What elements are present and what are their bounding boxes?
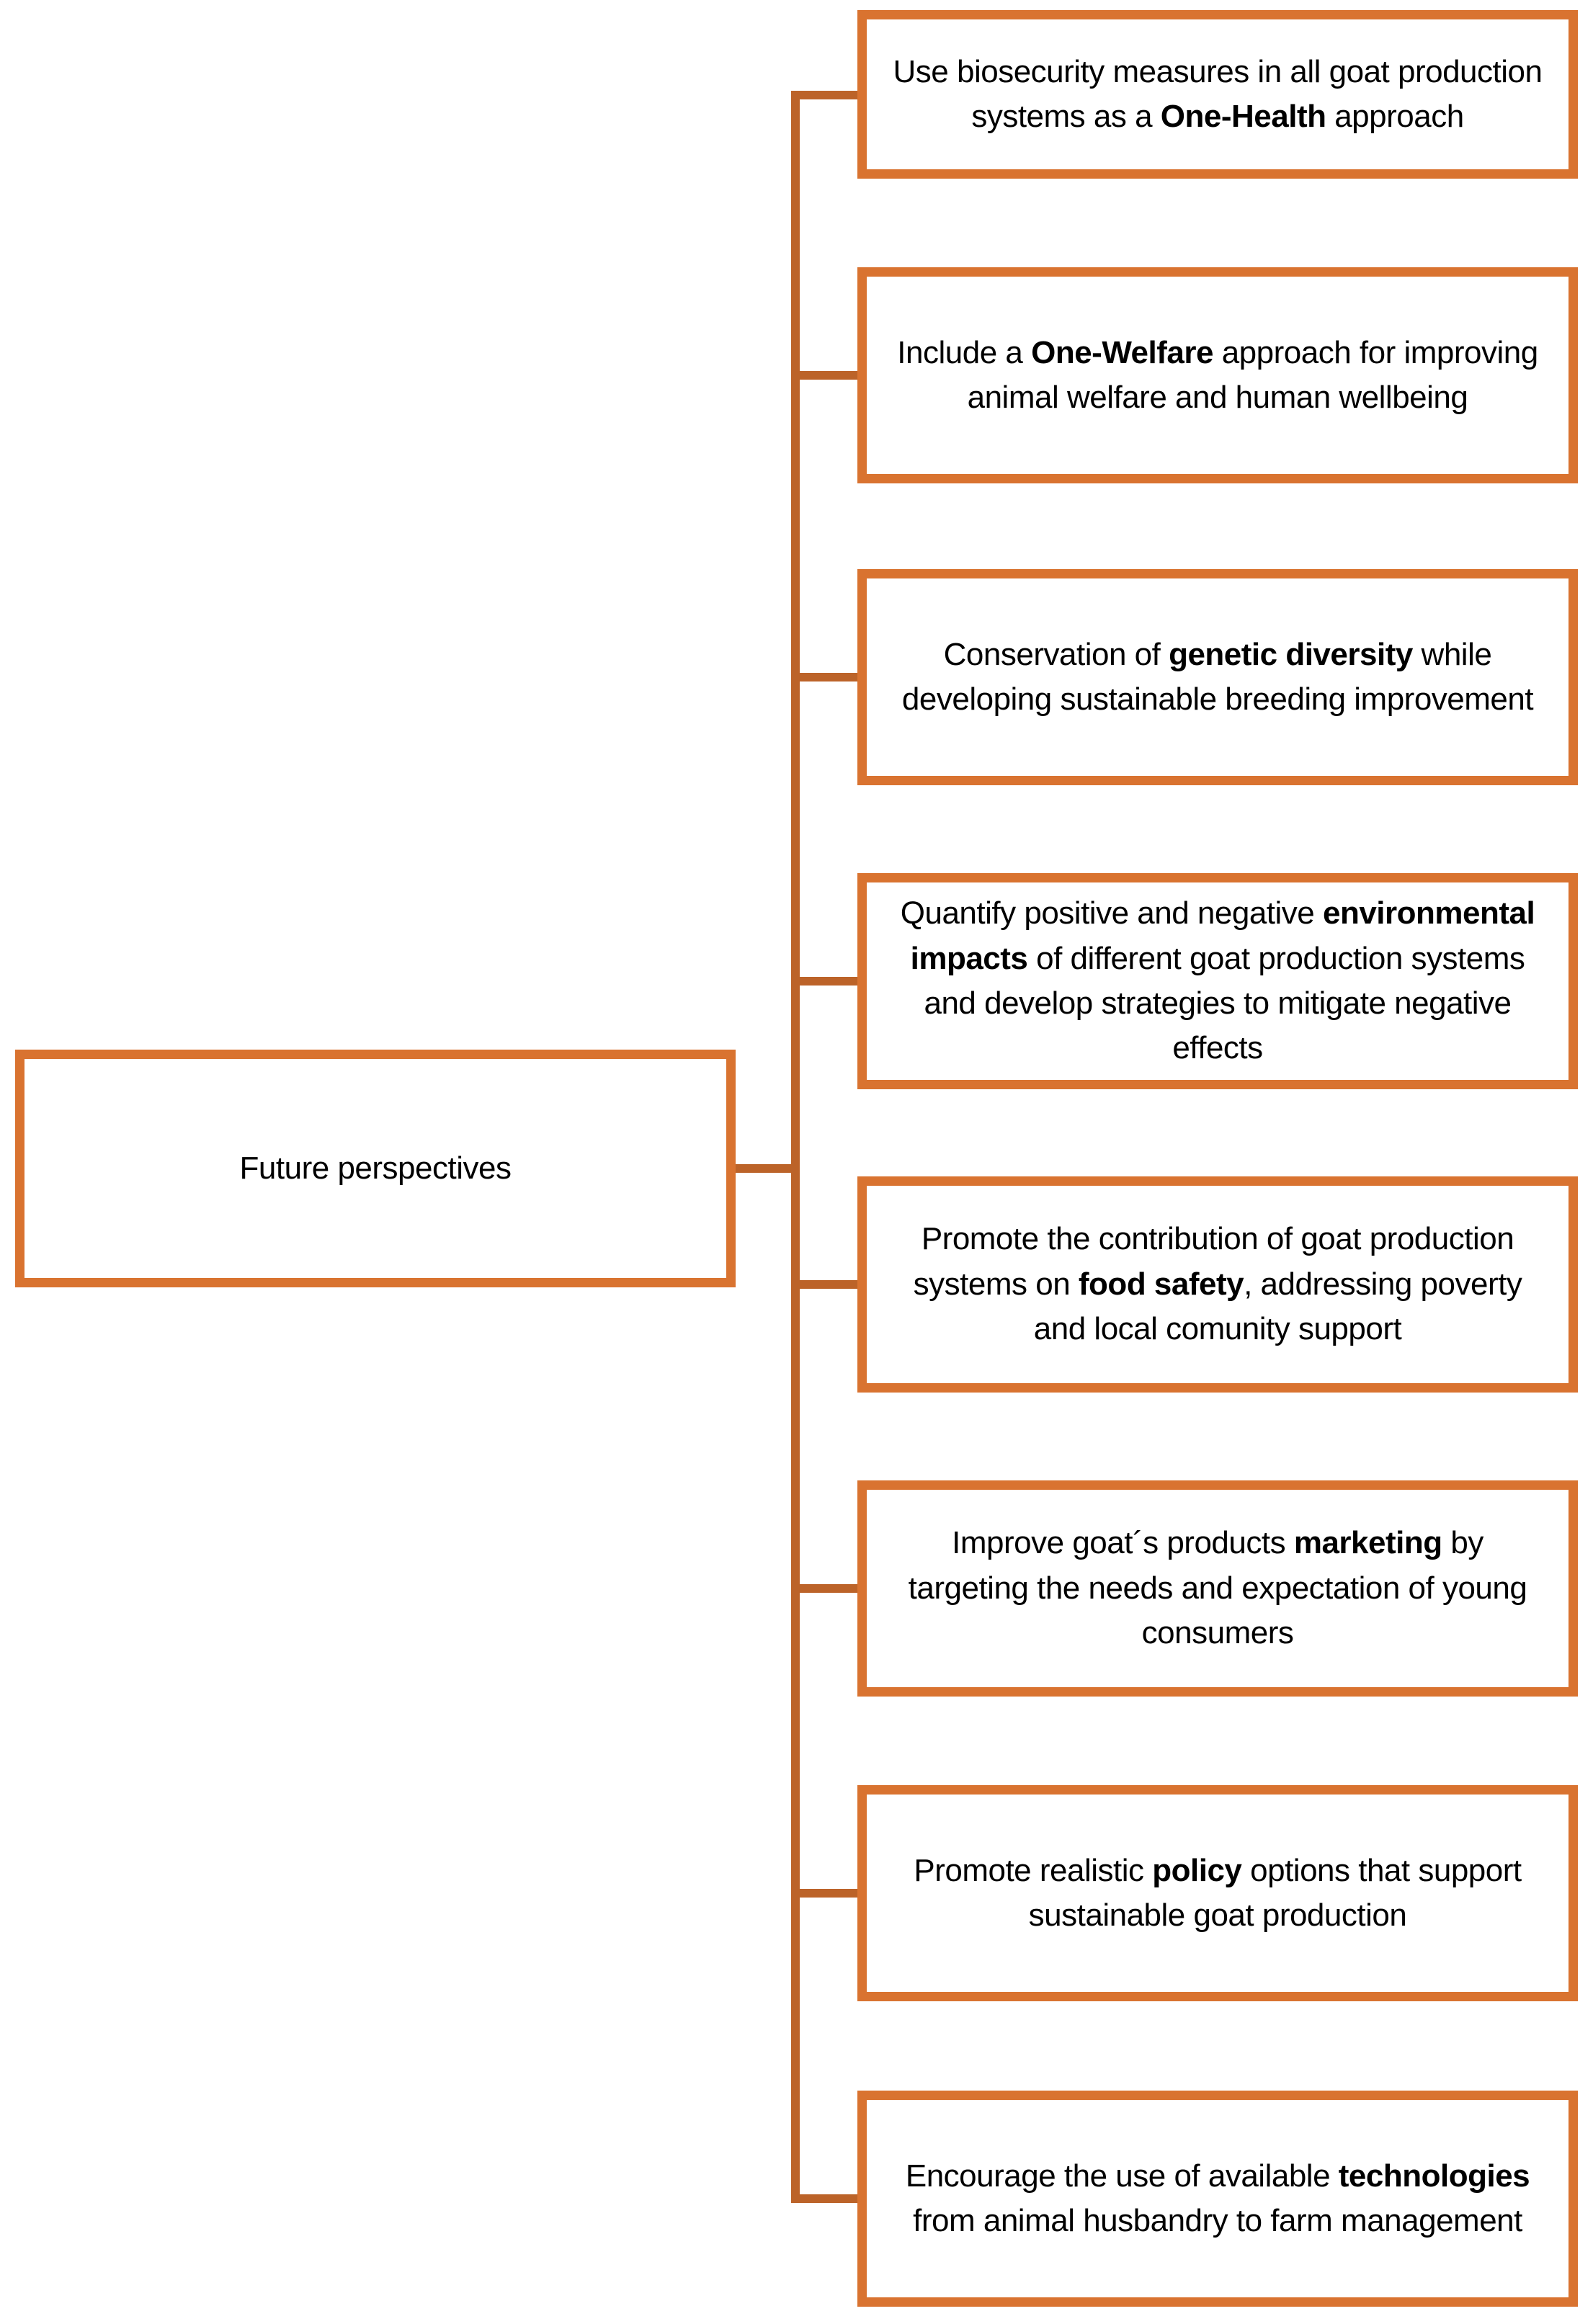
node-6-text-bold: marketing	[1293, 1525, 1442, 1561]
node-box-4: Quantify positive and negative environme…	[857, 873, 1578, 1089]
node-box-7: Promote realistic policy options that su…	[857, 1785, 1578, 2001]
connector-branch-3	[791, 673, 860, 681]
node-6-text-post: by targeting the needs and expectation o…	[908, 1525, 1527, 1651]
node-5-text-pre: Promote the contribution of goat product…	[913, 1221, 1514, 1302]
node-1-text-post: approach	[1326, 99, 1464, 134]
connector-branch-5	[791, 1280, 860, 1289]
connector-spine	[791, 91, 800, 2203]
node-box-6: Improve goat´s products marketing by tar…	[857, 1480, 1578, 1697]
node-1-text: Use biosecurity measures in all goat pro…	[888, 50, 1547, 140]
node-2-text: Include a One-Welfare approach for impro…	[888, 331, 1547, 421]
node-2-text-bold: One-Welfare	[1031, 334, 1213, 370]
node-4-text-pre: Quantify positive and negative	[900, 895, 1323, 931]
node-8-text: Encourage the use of available technolog…	[888, 2154, 1547, 2244]
connector-branch-1	[791, 91, 860, 99]
node-box-2: Include a One-Welfare approach for impro…	[857, 267, 1578, 483]
node-5-text: Promote the contribution of goat product…	[888, 1217, 1547, 1351]
node-8-text-bold: technologies	[1338, 2158, 1530, 2194]
node-4-text-post: of different goat production systems and…	[924, 940, 1525, 1066]
node-7-text-pre: Promote realistic	[914, 1852, 1153, 1888]
node-box-1: Use biosecurity measures in all goat pro…	[857, 10, 1578, 179]
connector-branch-6	[791, 1584, 860, 1593]
node-5-text-post: , addressing poverty and local comunity …	[1033, 1266, 1522, 1347]
node-8-text-pre: Encourage the use of available	[905, 2158, 1339, 2194]
node-7-text-post: options that support sustainable goat pr…	[1028, 1852, 1522, 1933]
node-7-text: Promote realistic policy options that su…	[888, 1849, 1547, 1939]
connector-root-branch	[733, 1164, 794, 1173]
node-box-8: Encourage the use of available technolog…	[857, 2091, 1578, 2307]
connector-branch-2	[791, 371, 860, 380]
node-4-text: Quantify positive and negative environme…	[888, 891, 1547, 1071]
node-5-text-bold: food safety	[1078, 1266, 1244, 1302]
root-node-label: Future perspectives	[239, 1150, 512, 1186]
node-3-text: Conservation of genetic diversity while …	[888, 633, 1547, 723]
node-6-text-pre: Improve goat´s products	[952, 1525, 1294, 1561]
node-3-text-post: while developing sustainable breeding im…	[901, 636, 1534, 717]
connector-branch-8	[791, 2194, 860, 2203]
node-1-text-pre: Use biosecurity measures in all goat pro…	[893, 53, 1543, 134]
node-4-text-bold: environmental impacts	[910, 895, 1535, 976]
node-3-text-bold: genetic diversity	[1169, 636, 1413, 672]
node-7-text-bold: policy	[1152, 1852, 1242, 1888]
node-box-5: Promote the contribution of goat product…	[857, 1176, 1578, 1393]
node-box-3: Conservation of genetic diversity while …	[857, 569, 1578, 785]
node-1-text-bold: One-Health	[1160, 99, 1326, 134]
node-2-text-pre: Include a	[897, 334, 1032, 370]
node-8-text-post: from animal husbandry to farm management	[913, 2203, 1522, 2238]
root-node: Future perspectives	[15, 1050, 736, 1287]
connector-branch-4	[791, 977, 860, 986]
node-3-text-pre: Conservation of	[943, 636, 1169, 672]
node-6-text: Improve goat´s products marketing by tar…	[888, 1521, 1547, 1655]
connector-branch-7	[791, 1889, 860, 1898]
node-2-text-post: approach for improving animal welfare an…	[967, 334, 1539, 415]
